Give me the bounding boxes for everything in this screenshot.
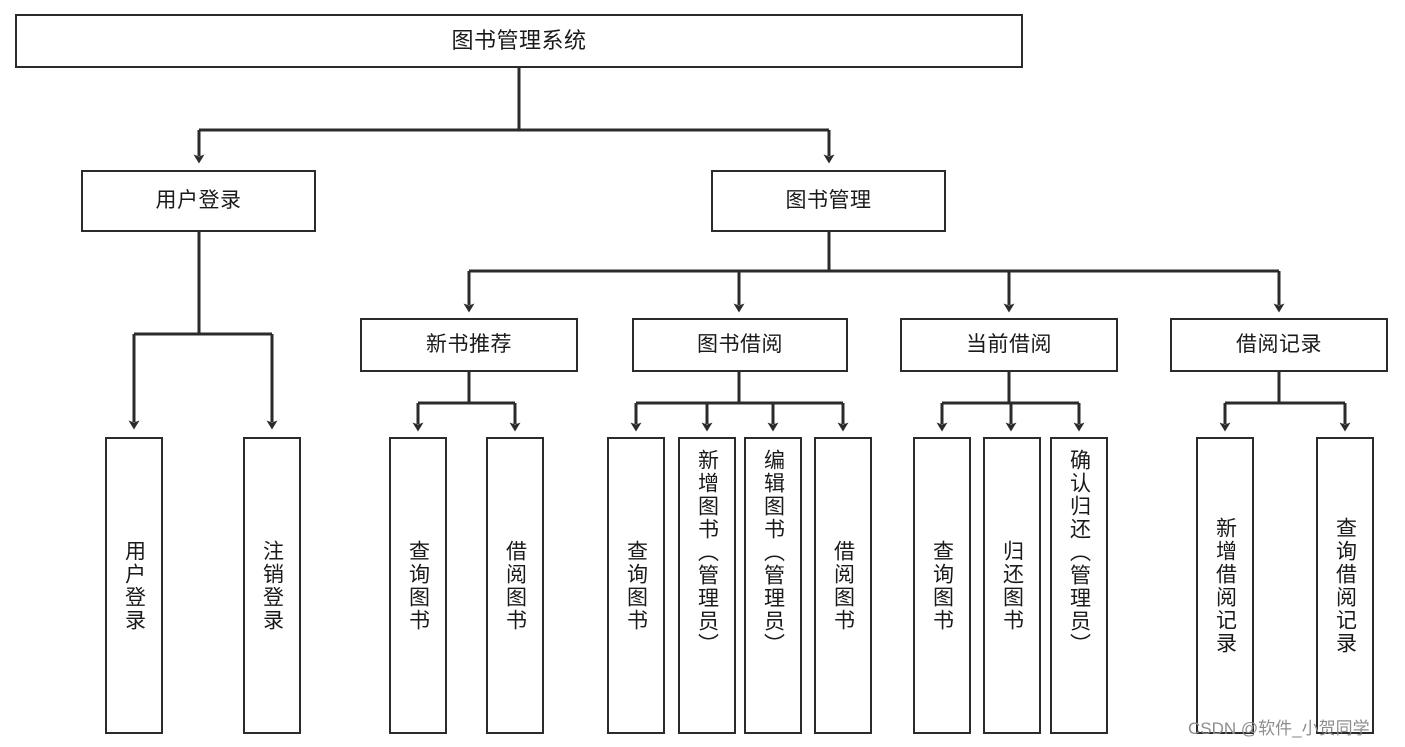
leaf-confirm-return-admin[interactable]: 确认归还（管理员） [1050,437,1108,734]
node-label: 查询图书 [624,539,648,632]
leaf-return-book[interactable]: 归还图书 [983,437,1041,734]
node-current-borrow[interactable]: 当前借阅 [900,318,1118,372]
node-new-book-recommend[interactable]: 新书推荐 [360,318,578,372]
node-label: 新增借阅记录 [1213,516,1237,655]
leaf-add-book-admin[interactable]: 新增图书（管理员） [678,437,736,734]
node-label: 用户登录 [155,189,242,213]
node-label: 借阅图书 [503,539,527,632]
node-book-borrow[interactable]: 图书借阅 [632,318,848,372]
node-label: 新书推荐 [426,333,512,357]
leaf-query-borrow-record[interactable]: 查询借阅记录 [1316,437,1374,734]
node-label: 当前借阅 [966,333,1052,357]
node-label: 查询图书 [930,539,954,632]
node-book-management[interactable]: 图书管理 [711,170,946,232]
node-user-login[interactable]: 用户登录 [81,170,316,232]
node-label: 查询借阅记录 [1333,516,1357,655]
node-label: 编辑图书（管理员） [761,449,785,656]
csdn-watermark: CSDN @软件_小贺同学 [1188,719,1370,738]
node-label: 借阅记录 [1236,333,1322,357]
node-borrow-record[interactable]: 借阅记录 [1170,318,1388,372]
leaf-add-borrow-record[interactable]: 新增借阅记录 [1196,437,1254,734]
node-label: 借阅图书 [831,539,855,632]
leaf-edit-book-admin[interactable]: 编辑图书（管理员） [744,437,802,734]
leaf-borrow-book-new[interactable]: 借阅图书 [486,437,544,734]
leaf-logout[interactable]: 注销登录 [243,437,301,734]
node-label: 图书管理系统 [451,27,587,53]
node-label: 查询图书 [406,539,430,632]
node-label: 新增图书（管理员） [695,449,719,656]
leaf-user-login[interactable]: 用户登录 [105,437,163,734]
leaf-query-book-borrow[interactable]: 查询图书 [607,437,665,734]
node-root-system[interactable]: 图书管理系统 [15,14,1023,68]
node-label: 图书借阅 [697,333,783,357]
node-label: 归还图书 [1000,539,1024,632]
node-label: 注销登录 [260,539,284,632]
node-label: 确认归还（管理员） [1067,449,1091,656]
leaf-query-book-current[interactable]: 查询图书 [913,437,971,734]
node-label: 用户登录 [122,539,146,632]
leaf-borrow-book[interactable]: 借阅图书 [814,437,872,734]
leaf-query-book-new[interactable]: 查询图书 [389,437,447,734]
node-label: 图书管理 [785,189,872,213]
